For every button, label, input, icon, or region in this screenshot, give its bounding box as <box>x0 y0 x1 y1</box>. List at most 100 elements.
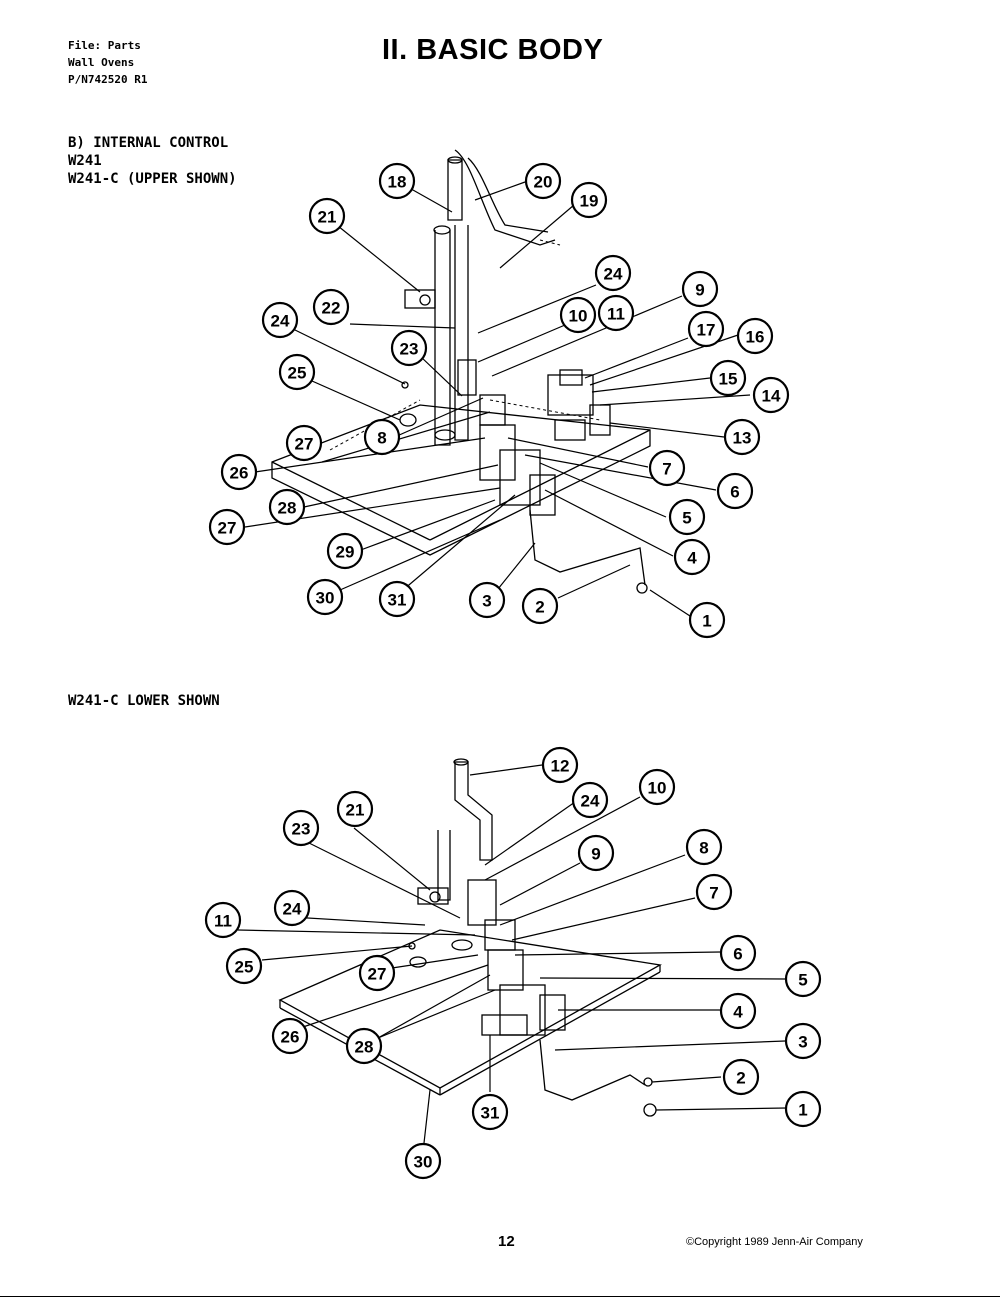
upper-callout-7: 7 <box>648 449 686 487</box>
upper-callout-circle <box>681 270 719 308</box>
page-title: II. BASIC BODY <box>382 34 604 66</box>
upper-callout-number: 29 <box>336 543 355 562</box>
lower-callout-number: 9 <box>591 845 600 864</box>
upper-callout-circle <box>597 294 635 332</box>
lower-callout-number: 4 <box>733 1003 743 1022</box>
lower-callout-12: 12 <box>541 746 579 784</box>
lower-callout-circle <box>271 1017 309 1055</box>
upper-callout-circle <box>378 580 416 618</box>
upper-callout-circle <box>752 376 790 414</box>
lower-callout-number: 11 <box>214 912 232 931</box>
upper-callout-number: 27 <box>218 519 237 538</box>
upper-callout-circle <box>559 296 597 334</box>
lower-callout-number: 26 <box>281 1028 300 1047</box>
upper-callout-20: 20 <box>524 162 562 200</box>
upper-callout-number: 9 <box>695 281 704 300</box>
upper-callout-29: 29 <box>326 532 364 570</box>
lower-callout-2: 2 <box>722 1058 760 1096</box>
lower-callout-number: 25 <box>235 958 254 977</box>
header-product-line: Wall Ovens <box>68 56 135 69</box>
lower-callout-3: 3 <box>784 1022 822 1060</box>
upper-callout-17: 17 <box>687 310 725 348</box>
lower-callout-circle <box>273 889 311 927</box>
upper-callout-number: 7 <box>662 460 671 479</box>
lower-callout-30: 30 <box>404 1142 442 1180</box>
upper-callout-circle <box>220 453 258 491</box>
upper-callout-number: 25 <box>288 364 307 383</box>
upper-callout-19: 19 <box>570 181 608 219</box>
lower-callout-number: 24 <box>283 900 302 919</box>
upper-callout-circle <box>594 254 632 292</box>
upper-callout-circle <box>261 301 299 339</box>
upper-callout-26: 26 <box>220 453 258 491</box>
upper-callout-circle <box>716 472 754 510</box>
upper-section-line-1: B) INTERNAL CONTROL <box>68 135 229 151</box>
upper-callout-number: 5 <box>682 509 691 528</box>
lower-callout-number: 2 <box>736 1069 745 1088</box>
lower-callout-23: 23 <box>282 809 320 847</box>
upper-callout-number: 17 <box>697 321 716 340</box>
lower-callout-circle <box>282 809 320 847</box>
upper-callout-circle <box>308 197 346 235</box>
upper-callout-circle <box>326 532 364 570</box>
upper-callout-16: 16 <box>736 317 774 355</box>
upper-callout-circle <box>285 424 323 462</box>
upper-callout-number: 15 <box>719 370 738 389</box>
lower-callout-25: 25 <box>225 947 263 985</box>
upper-callout-number: 24 <box>604 265 623 284</box>
upper-callout-25: 25 <box>278 353 316 391</box>
upper-callout-number: 8 <box>377 429 386 448</box>
upper-callout-number: 28 <box>278 499 297 518</box>
lower-callout-circle <box>225 947 263 985</box>
lower-callout-circle <box>204 901 242 939</box>
upper-callout-22: 22 <box>312 288 350 326</box>
upper-callout-circle <box>278 353 316 391</box>
upper-callout-number: 27 <box>295 435 314 454</box>
upper-callout-number: 10 <box>569 307 588 326</box>
upper-callout-27: 27 <box>208 508 246 546</box>
upper-callout-circle <box>688 601 726 639</box>
upper-callout-circle <box>709 359 747 397</box>
lower-callout-circle <box>358 954 396 992</box>
upper-callout-circle <box>268 488 306 526</box>
lower-callout-10: 10 <box>638 768 676 806</box>
lower-callout-circle <box>719 992 757 1030</box>
lower-callout-circle <box>695 873 733 911</box>
upper-callout-circle <box>521 587 559 625</box>
upper-callout-number: 19 <box>580 192 599 211</box>
upper-callout-circle <box>736 317 774 355</box>
upper-callout-circle <box>723 418 761 456</box>
upper-callout-23: 23 <box>390 329 428 367</box>
copyright-notice: ©Copyright 1989 Jenn-Air Company <box>686 1236 863 1248</box>
upper-callout-27: 27 <box>285 424 323 462</box>
upper-callout-number: 3 <box>482 592 491 611</box>
upper-callout-circle <box>668 498 706 536</box>
lower-callout-number: 24 <box>581 792 600 811</box>
upper-callout-8: 8 <box>363 418 401 456</box>
lower-callout-28: 28 <box>345 1027 383 1065</box>
upper-callout-24: 24 <box>261 301 299 339</box>
upper-leader-lines <box>244 180 751 617</box>
upper-callout-number: 13 <box>733 429 752 448</box>
upper-callout-circle <box>648 449 686 487</box>
upper-callout-4: 4 <box>673 538 711 576</box>
upper-callout-number: 2 <box>535 598 544 617</box>
lower-callout-7: 7 <box>695 873 733 911</box>
upper-callout-13: 13 <box>723 418 761 456</box>
lower-callout-number: 31 <box>481 1104 500 1123</box>
lower-callout-circle <box>404 1142 442 1180</box>
lower-callout-circle <box>784 1022 822 1060</box>
lower-callout-24: 24 <box>571 781 609 819</box>
lower-callout-27: 27 <box>358 954 396 992</box>
lower-callout-circle <box>336 790 374 828</box>
upper-callout-21: 21 <box>308 197 346 235</box>
upper-callout-number: 23 <box>400 340 419 359</box>
upper-callout-circle <box>312 288 350 326</box>
lower-callout-5: 5 <box>784 960 822 998</box>
lower-callout-6: 6 <box>719 934 757 972</box>
upper-callout-14: 14 <box>752 376 790 414</box>
lower-callout-number: 28 <box>355 1038 374 1057</box>
upper-section-line-2: W241 <box>68 153 102 169</box>
